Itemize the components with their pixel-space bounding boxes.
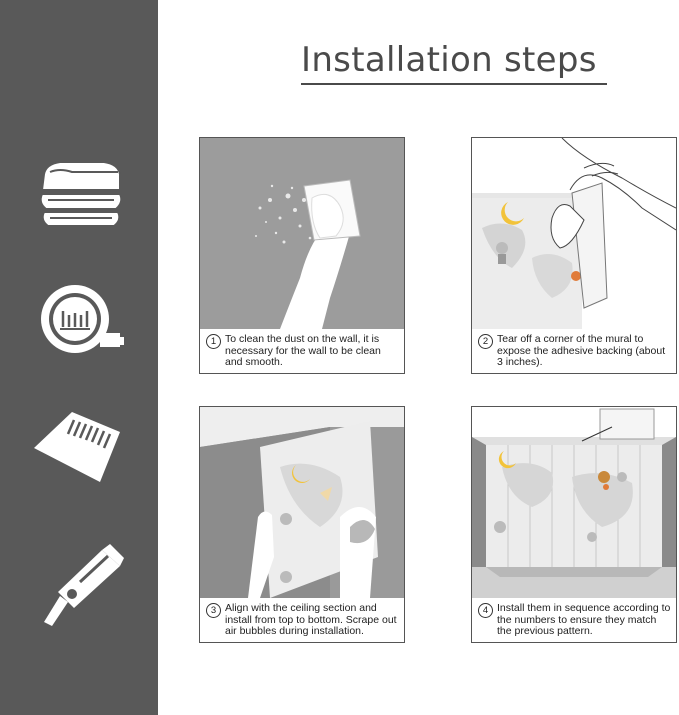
step-1-caption: 1 To clean the dust on the wall, it is n… bbox=[206, 333, 400, 369]
step-number: 2 bbox=[478, 334, 493, 349]
step-2-panel: 2 Tear off a corner of the mural to expo… bbox=[471, 137, 677, 374]
tools-sidebar bbox=[0, 0, 158, 715]
step-number: 4 bbox=[478, 603, 493, 618]
step-1-panel: 1 To clean the dust on the wall, it is n… bbox=[199, 137, 405, 374]
step-number: 1 bbox=[206, 334, 221, 349]
step-3-illustration bbox=[200, 407, 404, 598]
step-text: To clean the dust on the wall, it is nec… bbox=[225, 333, 381, 368]
tape-measure-icon bbox=[41, 285, 124, 353]
towels-icon bbox=[39, 161, 123, 227]
step-text: Install them in sequence according to th… bbox=[497, 602, 671, 637]
step-text: Tear off a corner of the mural to expose… bbox=[497, 333, 666, 368]
page-title: Installation steps bbox=[301, 40, 597, 80]
scraper-icon bbox=[34, 412, 120, 482]
step-3-caption: 3 Align with the ceiling section and ins… bbox=[206, 602, 400, 638]
title-underline bbox=[301, 83, 607, 85]
step-3-panel: 3 Align with the ceiling section and ins… bbox=[199, 406, 405, 643]
step-number: 3 bbox=[206, 603, 221, 618]
step-1-illustration bbox=[200, 138, 404, 329]
step-4-caption: 4 Install them in sequence according to … bbox=[478, 602, 672, 638]
step-2-illustration bbox=[472, 138, 676, 329]
step-4-illustration bbox=[472, 407, 676, 598]
step-4-panel: 4 Install them in sequence according to … bbox=[471, 406, 677, 643]
step-2-caption: 2 Tear off a corner of the mural to expo… bbox=[478, 333, 672, 369]
step-text: Align with the ceiling section and insta… bbox=[225, 602, 397, 637]
utility-knife-icon bbox=[44, 544, 124, 626]
